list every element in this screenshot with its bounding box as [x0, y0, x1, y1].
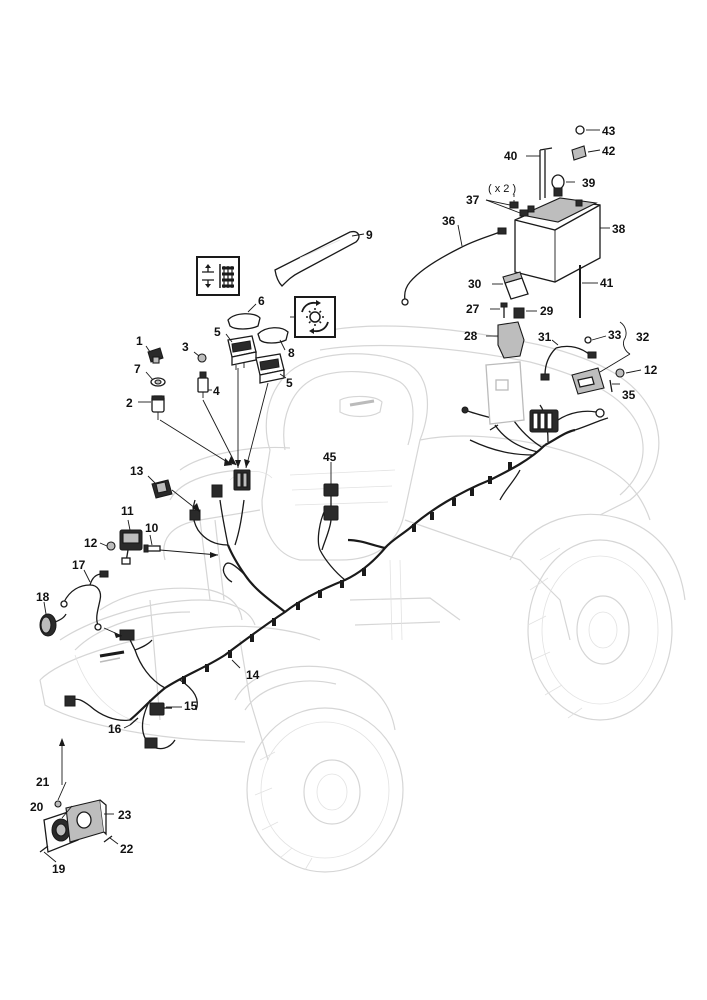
leader-lines: [43, 129, 642, 863]
rocker-switch-a: [227, 335, 257, 370]
callout-23: 23: [118, 808, 132, 822]
callout-8: 8: [288, 346, 295, 360]
callout-37: 37: [466, 193, 480, 207]
callout-22: 22: [120, 842, 134, 856]
callout-17: 17: [72, 558, 86, 572]
battery-38: [514, 197, 601, 283]
callout-38: 38: [612, 222, 626, 236]
ignition-key: [147, 347, 164, 364]
callout-19: 19: [52, 862, 66, 876]
callout-35: 35: [622, 388, 636, 402]
callout-14: 14: [246, 668, 260, 682]
cable-40: [539, 147, 553, 200]
bracket-28: [485, 321, 525, 425]
callout-2: 2: [126, 396, 133, 410]
rear-connector-block: [461, 406, 605, 433]
callout-41: 41: [600, 276, 614, 290]
switch-15: [149, 702, 172, 716]
callout-28: 28: [464, 329, 478, 343]
blade-cutting-icon: [196, 256, 240, 296]
callout-5b: 5: [286, 376, 293, 390]
mower-ghost-outline: [39, 325, 686, 873]
callout-45: 45: [323, 450, 337, 464]
callout-5a: 5: [214, 325, 221, 339]
nut-33: [584, 336, 592, 344]
callout-32: 32: [636, 330, 650, 344]
nut-12a: [106, 541, 116, 551]
callout-7: 7: [134, 362, 141, 376]
callout-31: 31: [538, 330, 552, 344]
rocker-switch-b: [255, 353, 285, 384]
callout-4: 4: [213, 384, 220, 398]
callout-6: 6: [258, 294, 265, 308]
harness-clips: [182, 462, 512, 684]
callout-20: 20: [30, 800, 44, 814]
sensor-11: [119, 529, 143, 565]
screw-35: [609, 379, 613, 393]
callout-29: 29: [540, 304, 554, 318]
callout-42: 42: [602, 144, 616, 158]
callout-39: 39: [582, 176, 596, 190]
callout-9: 9: [366, 228, 373, 242]
cable-31: [540, 345, 597, 381]
callout-21: 21: [36, 775, 50, 789]
nut-3: [197, 353, 207, 363]
callout-30: 30: [468, 277, 482, 291]
clamp-42: [571, 145, 587, 161]
switch-cap-6: [227, 313, 261, 330]
callout-18: 18: [36, 590, 50, 604]
quantity-note: ( x 2 ): [488, 183, 517, 195]
relay-13: [151, 479, 173, 499]
callout-12a: 12: [84, 536, 98, 550]
callout-10: 10: [145, 521, 159, 535]
relay-29: [513, 307, 525, 319]
terminal-39: [551, 174, 565, 197]
cable-36: [401, 227, 507, 306]
switch-4: [197, 371, 209, 398]
main-wiring-harness: [64, 404, 609, 750]
screw-16: [129, 717, 139, 726]
blade-9: [274, 230, 360, 287]
ignition-switch: [151, 395, 165, 420]
callout-33: 33: [608, 328, 622, 342]
dash-connector-group: [189, 469, 251, 521]
callout-13: 13: [130, 464, 144, 478]
stiga-seat-logo: [349, 399, 375, 407]
bracket-32: [571, 367, 605, 395]
callout-12b: 12: [644, 363, 658, 377]
cable-17: [60, 570, 109, 631]
callout-3: 3: [182, 340, 189, 354]
callout-11: 11: [121, 504, 134, 518]
callout-40: 40: [504, 149, 518, 163]
nut-43: [575, 125, 585, 135]
callout-1: 1: [136, 334, 143, 348]
nut-12b: [615, 368, 625, 378]
stiga-hood-logo: [99, 650, 125, 663]
fusebox-30: [502, 271, 529, 300]
bolt-10: [143, 544, 161, 553]
callout-36: 36: [442, 214, 456, 228]
callout-43: 43: [602, 124, 616, 138]
switch-cap-8: [257, 327, 289, 344]
rotation-arrows-icon: [294, 296, 336, 338]
callout-16: 16: [108, 722, 122, 736]
callout-27: 27: [466, 302, 480, 316]
callout-15: 15: [184, 699, 198, 713]
connector-45: [321, 483, 339, 551]
socket-assembly: [39, 799, 113, 853]
headlight-18: [39, 613, 67, 637]
